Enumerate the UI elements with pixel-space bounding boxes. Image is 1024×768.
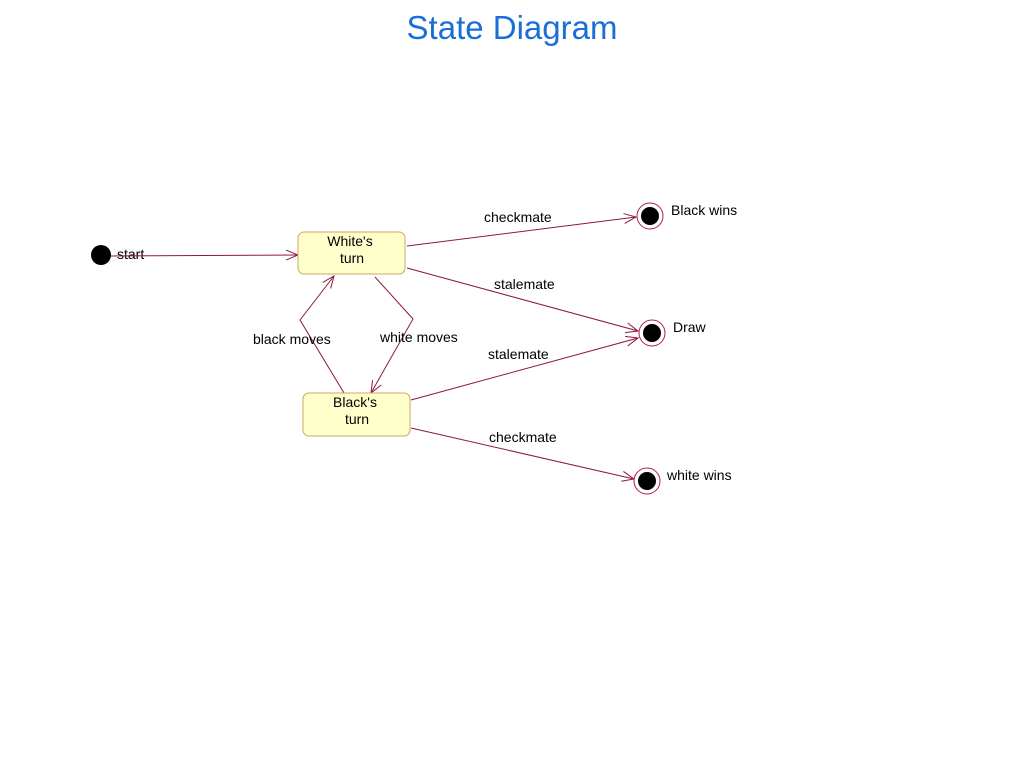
state-blacks-turn[interactable]: Black's turn (302, 392, 411, 437)
transition-start-to-whites-turn[interactable] (110, 255, 298, 256)
state-whites-turn-label-line1: White's (327, 233, 372, 249)
transition-white-moves[interactable] (371, 276, 414, 393)
state-whites-turn[interactable]: White's turn (297, 231, 406, 275)
label-black-moves: black moves (253, 331, 331, 347)
label-checkmate-to-white-wins: checkmate (489, 429, 557, 445)
transition-black-moves[interactable] (299, 276, 345, 394)
initial-state-label: start (117, 246, 144, 262)
final-state-white-wins-label: white wins (666, 467, 732, 483)
transition-checkmate-to-white-wins[interactable] (410, 427, 634, 479)
state-blacks-turn-label-line2: turn (345, 411, 369, 427)
final-state-black-wins[interactable] (636, 202, 664, 230)
page-title: State Diagram (406, 9, 618, 46)
initial-state-node[interactable] (91, 245, 111, 265)
transition-stalemate-black-to-draw[interactable] (410, 338, 638, 401)
final-state-draw-label: Draw (673, 319, 707, 335)
transition-stalemate-white-to-draw[interactable] (406, 267, 638, 331)
label-stalemate-black-to-draw: stalemate (488, 346, 549, 362)
label-checkmate-to-black-wins: checkmate (484, 209, 552, 225)
final-state-white-wins[interactable] (633, 467, 661, 495)
final-state-draw[interactable] (638, 319, 666, 347)
state-blacks-turn-label-line1: Black's (333, 394, 377, 410)
label-stalemate-white-to-draw: stalemate (494, 276, 555, 292)
final-state-black-wins-label: Black wins (671, 202, 737, 218)
label-white-moves: white moves (379, 329, 458, 345)
transition-checkmate-to-black-wins[interactable] (406, 217, 636, 247)
state-whites-turn-label-line2: turn (340, 250, 364, 266)
